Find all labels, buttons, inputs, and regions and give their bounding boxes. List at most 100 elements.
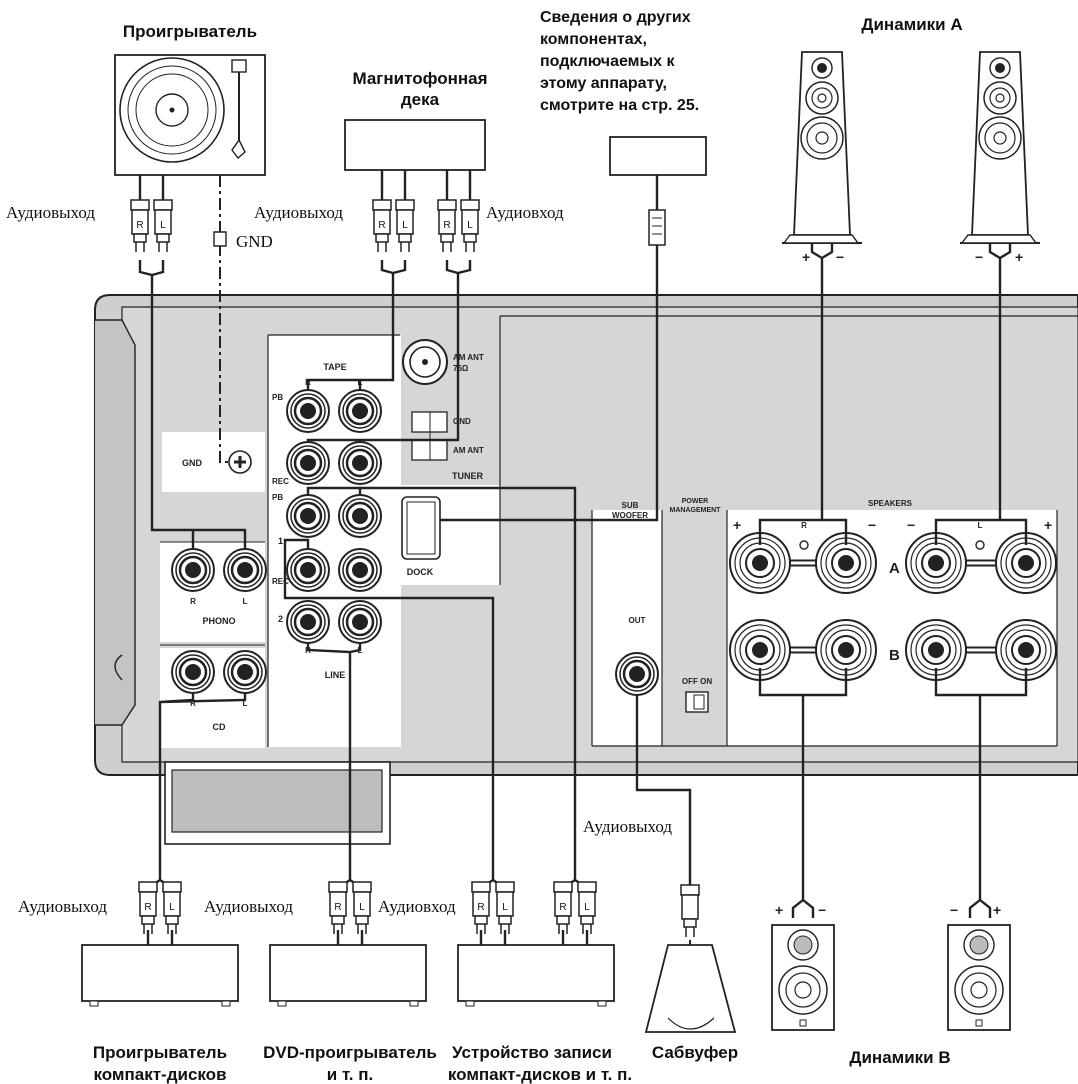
other-component-device [609,136,707,176]
spk-a-letter: A [889,560,900,577]
cd-player-label-2: компакт-дисков [93,1065,226,1084]
plug-r-mark: R [144,902,151,913]
sub-out-label: OUT [629,616,646,625]
plug-l-mark: L [402,220,408,231]
spk-b-right-minus: − [818,902,826,918]
cd-player-device [81,944,239,1007]
spk-a-l-plus: + [1044,517,1052,533]
plug-l-mark: L [584,902,590,913]
cd-recorder-label-1: Устройство записи [452,1043,612,1062]
plug-r-mark: R [559,902,566,913]
am-ant-label-2: 75Ω [453,364,469,373]
line1-pb-label: PB [272,493,283,502]
power-mgmt-label-2: MANAGEMENT [670,507,722,514]
dvd-label-1: DVD-проигрыватель [263,1043,437,1062]
tape-deck-label-2: дека [401,90,440,109]
speakers-a-label: Динамики A [861,15,962,34]
spk-a-right-minus: − [836,249,844,265]
spk-b-letter: B [889,647,900,664]
text-labels: Проигрыватель Магнитофонная дека Сведени… [6,9,1052,1084]
tape-deck-label-1: Магнитофонная [352,69,487,88]
plug-l-mark: L [467,220,473,231]
cd-label: CD [213,722,226,732]
cd-audio-out-label: Аудиовыход [18,897,107,916]
other-info-line-5: смотрите на стр. 25. [540,97,699,114]
dvd-audio-out-label: Аудиовыход [204,897,293,916]
line1-rec-label: REC [272,577,289,586]
off-on-label: OFF ON [682,677,712,686]
subwoofer-device [644,940,737,1033]
am-ant-label: AM ANT [453,446,484,455]
spk-a-r-minus: − [868,517,876,533]
am-ant-label-1: AM ANT [453,353,484,362]
spk-a-r-plus: + [733,517,741,533]
sub-label-1: SUB [622,501,639,510]
tape-rec-label: REC [272,477,289,486]
subwoofer-audio-out-label: Аудиовыход [583,817,672,836]
speaker-b-right [771,924,835,1031]
gnd-panel-label: GND [182,458,203,468]
line-label: LINE [325,670,346,680]
ant-gnd-label: GND [453,417,471,426]
speakers-panel-label: SPEAKERS [868,499,913,508]
spk-a-left-plus: + [1015,249,1023,265]
speaker-b-left [947,924,1011,1031]
spk-b-right-plus: + [775,902,783,918]
other-info-line-3: подключаемых к [540,53,676,70]
tape-pb-label: PB [272,393,283,402]
turntable-device [114,54,266,176]
turntable-label: Проигрыватель [123,22,257,41]
plug-r-mark: R [477,902,484,913]
spk-a-l-minus: − [907,517,915,533]
plug-r-mark: R [136,220,143,231]
dock-label: DOCK [407,567,434,577]
other-info-line-1: Сведения о других [540,9,691,26]
line-l-mark: L [358,646,363,655]
subwoofer-label: Сабвуфер [652,1043,738,1062]
plug-l-mark: L [160,220,166,231]
phono-r-mark: R [190,597,196,606]
gnd-cable-label: GND [236,232,273,251]
other-info-line-4: этому аппарату, [540,75,667,92]
tape-r-mark: R [305,378,311,387]
cd-r-mark: R [190,699,196,708]
spk-b-left-minus: − [950,902,958,918]
plug-l-mark: L [502,902,508,913]
speakers-b-label: Динамики B [849,1048,950,1067]
spk-a-left-minus: − [975,249,983,265]
plug-r-mark: R [378,220,385,231]
sub-label-2: WOOFER [612,511,648,520]
recorder-audio-in-label: Аудиовход [378,897,456,916]
tape-audio-in-label: Аудиовход [486,203,564,222]
tuner-label: TUNER [452,471,483,481]
receiver-panel [94,294,1078,845]
speaker-a-right [782,51,862,244]
turntable-audio-out-label: Аудиовыход [6,203,95,222]
plug-r-mark: R [334,902,341,913]
cd-player-label-1: Проигрыватель [93,1043,227,1062]
spk-l-mark: L [978,521,983,530]
tape-deck-device [344,119,486,171]
power-mgmt-label-1: POWER [682,498,708,505]
phono-label: PHONO [202,616,235,626]
rca-plugs [130,199,700,938]
tape-l-mark: L [358,378,363,387]
tape-audio-out-label: Аудиовыход [254,203,343,222]
cd-recorder-label-2: компакт-дисков и т. п. [448,1065,632,1084]
speaker-a-left [960,51,1040,244]
dvd-label-2: и т. п. [327,1065,373,1084]
other-info-line-2: компонентах, [540,31,647,48]
plug-l-mark: L [359,902,365,913]
spk-b-left-plus: + [993,902,1001,918]
cd-l-mark: L [243,699,248,708]
plug-l-mark: L [169,902,175,913]
tape-label: TAPE [323,362,346,372]
line-r-mark: R [305,646,311,655]
phono-l-mark: L [243,597,248,606]
plug-r-mark: R [443,220,450,231]
line1-number: 1 [278,536,283,546]
spk-r-mark: R [801,521,807,530]
spk-a-right-plus: + [802,249,810,265]
